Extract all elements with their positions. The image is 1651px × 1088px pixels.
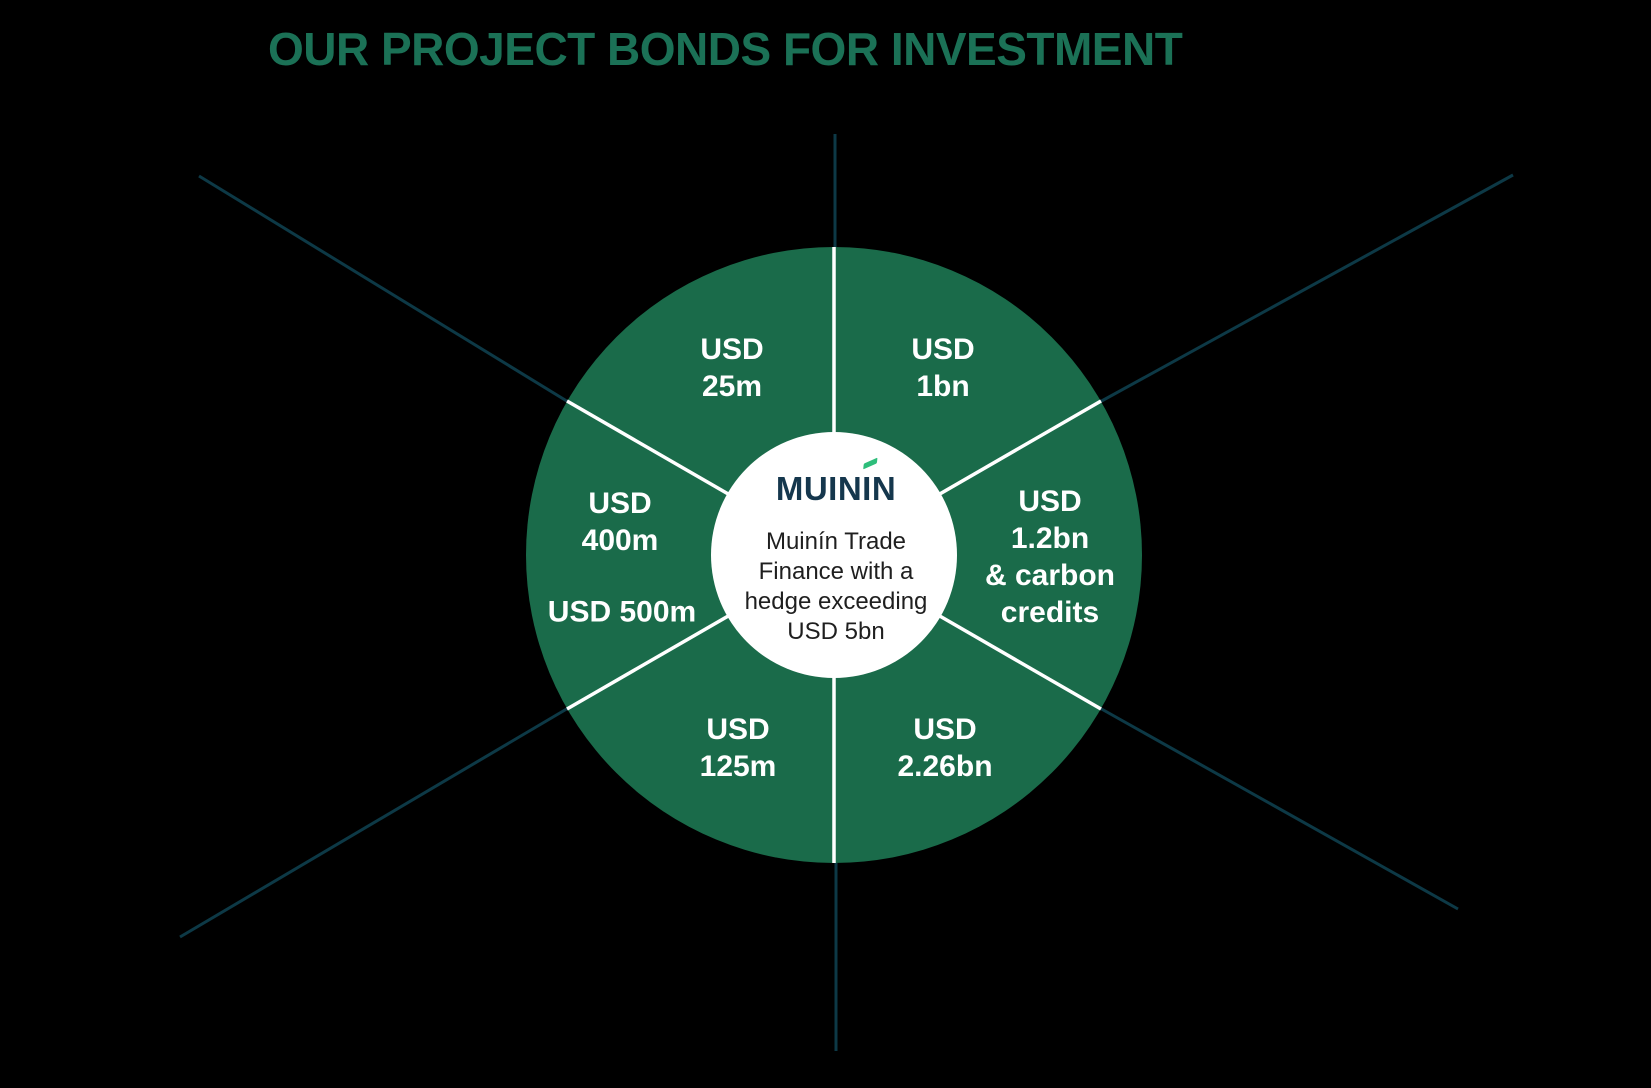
segment-label-1-2bn-carbon: USD 1.2bn & carbon credits [984,485,1116,629]
segment-label-400m: USD 400m [581,487,659,557]
hub-description: Muinín Trade Finance with a hedge exceed… [744,528,928,645]
brand-logo-i: I [862,457,878,508]
segment-label-500m: USD 500m [547,595,697,629]
ray-upper-right [1097,173,1514,405]
segment-label-25m: USD 25m [700,333,764,403]
radiating-lines [179,134,1514,1051]
segment-label-1bn: USD 1bn [911,333,975,403]
hub-circle [711,432,957,678]
segment-label-125m: USD 125m [699,713,777,783]
ray-upper-left [198,174,571,405]
brand-logo-suffix: N [871,470,897,507]
ray-lower-right [1097,705,1459,911]
segment-label-2-26bn: USD 2.26bn [897,713,993,783]
page-title: OUR PROJECT BONDS FOR INVESTMENT [268,23,1183,75]
ray-lower-left [179,705,571,939]
brand-logo-prefix: MUIN [775,470,863,507]
